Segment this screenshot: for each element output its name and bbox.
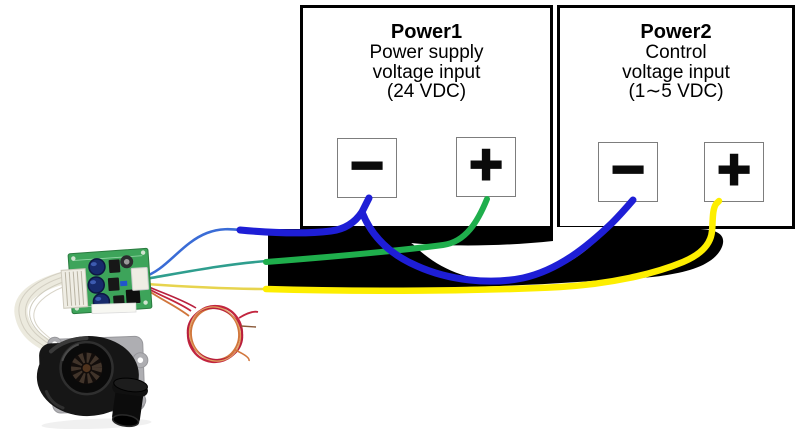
pcb-left-connector bbox=[60, 268, 89, 309]
power2-box: Power2 Control voltage input (1∼5 VDC) −… bbox=[557, 5, 795, 229]
pcb-capacitor bbox=[88, 258, 106, 276]
pcb-component bbox=[107, 277, 120, 292]
loose-wire-coil bbox=[148, 286, 259, 364]
power-supply-plus-wire-thin bbox=[143, 259, 269, 281]
blower-body bbox=[39, 341, 110, 394]
power2-line2: voltage input bbox=[622, 61, 730, 83]
blower-connector-tab bbox=[42, 354, 56, 372]
blower bbox=[36, 335, 152, 429]
power1-box: Power1 Power supply voltage input (24 VD… bbox=[300, 5, 553, 229]
power1-negative-terminal: − bbox=[337, 132, 397, 199]
power2-positive-terminal: + bbox=[704, 136, 764, 203]
pcb-mount-hole bbox=[143, 300, 148, 305]
blower-impeller bbox=[70, 352, 103, 385]
blower-mount-plate bbox=[50, 335, 146, 414]
power1-line2: voltage input bbox=[372, 61, 481, 83]
power2-line1: Control bbox=[645, 42, 707, 63]
power1-line1: Power supply bbox=[369, 42, 484, 63]
pcb-capacitor bbox=[92, 292, 111, 311]
control-pcb bbox=[60, 247, 153, 315]
pcb-trimmer bbox=[120, 255, 134, 269]
power1-positive-terminal: + bbox=[456, 131, 516, 198]
control-plus-wire-thin bbox=[144, 282, 269, 291]
pcb-component bbox=[108, 259, 121, 273]
power2-title: Power2 bbox=[640, 21, 712, 43]
plus-icon: + bbox=[468, 131, 504, 198]
pcb-component bbox=[113, 295, 125, 309]
power-supply-minus-wire-thin bbox=[141, 227, 243, 279]
pcb-ic bbox=[125, 289, 141, 304]
pcb-label bbox=[91, 302, 137, 314]
pcb-mount-hole bbox=[140, 250, 146, 255]
power1-line3: (24 VDC) bbox=[386, 81, 467, 102]
impeller-hub bbox=[82, 364, 91, 373]
blower-body bbox=[36, 336, 139, 417]
minus-icon: − bbox=[349, 132, 385, 199]
power1-description: Power1 Power supply voltage input (24 VD… bbox=[303, 21, 550, 102]
power2-negative-terminal: − bbox=[598, 136, 658, 203]
blower-mount-ears bbox=[45, 336, 149, 408]
plus-icon: + bbox=[716, 136, 752, 203]
pcb-mount-hole bbox=[71, 256, 76, 261]
ribbon-cable bbox=[14, 271, 70, 358]
blower-inlet bbox=[59, 340, 114, 396]
pcb-capacitor bbox=[87, 276, 105, 294]
cable-bundle bbox=[268, 229, 724, 289]
cable-bundle-notch bbox=[411, 227, 609, 281]
blower-outlet bbox=[111, 377, 148, 428]
minus-icon: − bbox=[610, 136, 646, 203]
power2-description: Power2 Control voltage input (1∼5 VDC) bbox=[560, 21, 792, 102]
pcb-right-connector bbox=[130, 266, 150, 291]
pcb-board bbox=[67, 247, 153, 315]
pcb-mount-hole bbox=[74, 306, 80, 311]
power2-line3: (1∼5 VDC) bbox=[628, 81, 724, 102]
power1-title: Power1 bbox=[390, 21, 463, 43]
